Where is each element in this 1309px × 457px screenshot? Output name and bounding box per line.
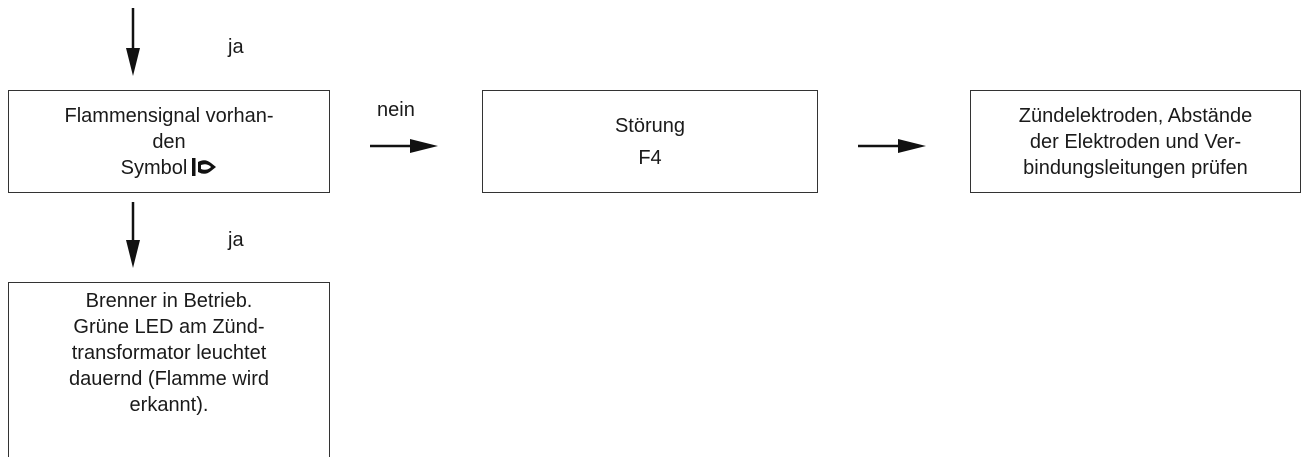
electrodes-line-1: Zündelektroden, Abstände [1018, 104, 1253, 127]
flame-signal-icon [192, 157, 217, 176]
burner-line-4: dauernd (Flamme wird [68, 368, 270, 390]
flame-check-line-3-wrap: Symbol [121, 155, 218, 181]
burner-line-1: Brenner in Betrieb. [85, 290, 253, 312]
fault-f4-box: Störung F4 [482, 90, 818, 193]
no-label: nein [377, 99, 415, 121]
flame-check-line-2: den [152, 130, 186, 153]
fault-title: Störung [614, 114, 686, 137]
burner-line-2: Grüne LED am Zünd- [73, 316, 265, 338]
burner-line-5: erkannt). [129, 394, 209, 416]
flame-signal-check-box: Flammensignal vorhan- den Symbol [8, 90, 330, 193]
flame-check-line-1: Flammensignal vorhan- [64, 104, 274, 127]
burner-line-3: transformator leuchtet [71, 342, 267, 364]
electrodes-line-2: der Elektroden und Ver- [1029, 130, 1242, 153]
check-electrodes-box: Zündelektroden, Abstände der Elektroden … [970, 90, 1301, 193]
electrodes-line-3: bindungsleitungen prüfen [1023, 156, 1248, 179]
flame-check-line-3: Symbol [120, 156, 188, 179]
yes-label-bottom: ja [228, 229, 244, 251]
yes-label-top: ja [228, 36, 244, 58]
fault-code: F4 [638, 146, 662, 169]
burner-running-box: Brenner in Betrieb. Grüne LED am Zünd- t… [8, 282, 330, 457]
